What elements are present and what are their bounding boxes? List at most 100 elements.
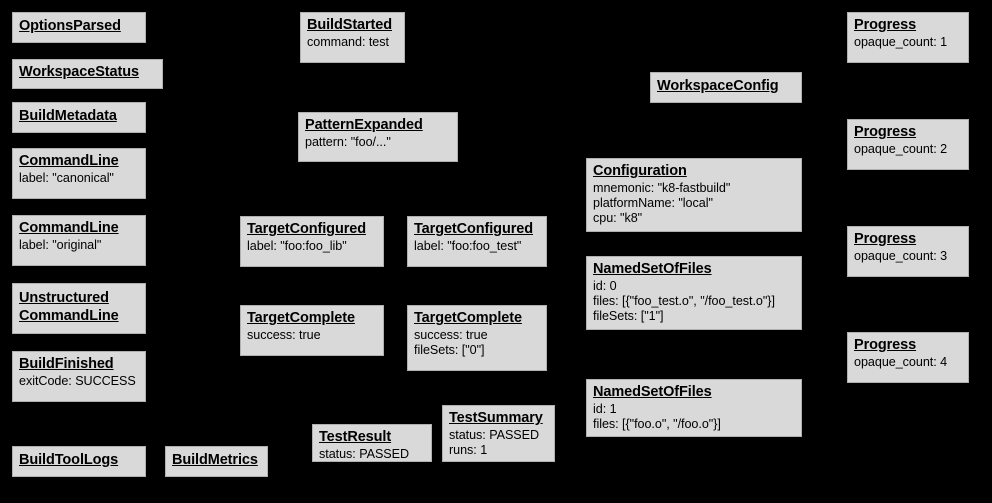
node-title: BuildToolLogs bbox=[19, 451, 119, 468]
node-test-result[interactable]: TestResult status: PASSED bbox=[312, 424, 432, 462]
node-title: WorkspaceConfig bbox=[657, 77, 779, 94]
node-title: Configuration bbox=[593, 163, 687, 179]
node-body: CommandLine label: "canonical" bbox=[19, 153, 139, 186]
node-field: fileSets: ["1"] bbox=[593, 308, 664, 323]
node-field: files: [{"foo.o", "/foo.o"}] bbox=[593, 416, 721, 431]
node-title: BuildMetrics bbox=[172, 451, 258, 468]
node-build-metadata[interactable]: BuildMetadata bbox=[12, 102, 146, 133]
node-body: Progress opaque_count: 3 bbox=[854, 231, 962, 264]
node-field: command: test bbox=[307, 35, 389, 50]
node-unstructured-command-line[interactable]: Unstructured CommandLine bbox=[12, 283, 146, 334]
node-workspace-status[interactable]: WorkspaceStatus bbox=[12, 59, 163, 89]
node-field: label: "canonical" bbox=[19, 171, 114, 186]
node-title: Progress bbox=[854, 337, 917, 353]
node-build-started[interactable]: BuildStarted command: test bbox=[300, 12, 405, 63]
node-command-line-original[interactable]: CommandLine label: "original" bbox=[12, 215, 146, 266]
node-title: TargetConfigured bbox=[247, 221, 366, 237]
node-field: id: 0 bbox=[593, 279, 617, 294]
node-title: CommandLine bbox=[19, 153, 119, 169]
node-field: runs: 1 bbox=[449, 442, 488, 457]
node-field: platformName: "local" bbox=[593, 195, 713, 210]
node-title: TargetConfigured bbox=[414, 221, 533, 237]
node-title: BuildFinished bbox=[19, 356, 114, 372]
node-field: files: [{"foo_test.o", "/foo_test.o"}] bbox=[593, 293, 775, 308]
node-body: Progress opaque_count: 4 bbox=[854, 337, 962, 370]
node-body: TargetConfigured label: "foo:foo_lib" bbox=[247, 221, 377, 254]
node-title: Progress bbox=[854, 231, 917, 247]
node-target-configured-foo-test[interactable]: TargetConfigured label: "foo:foo_test" bbox=[407, 216, 547, 267]
node-title: WorkspaceStatus bbox=[19, 64, 139, 81]
node-field: cpu: "k8" bbox=[593, 210, 643, 225]
node-field: status: PASSED bbox=[319, 447, 410, 462]
node-field: opaque_count: 2 bbox=[854, 142, 948, 157]
node-body: CommandLine label: "original" bbox=[19, 220, 139, 253]
node-title: TargetComplete bbox=[414, 310, 522, 326]
node-body: Progress opaque_count: 1 bbox=[854, 17, 962, 50]
node-title: CommandLine bbox=[19, 220, 119, 236]
node-body: BuildStarted command: test bbox=[307, 17, 398, 50]
node-title: Unstructured CommandLine bbox=[19, 290, 119, 324]
node-body: Unstructured CommandLine bbox=[19, 290, 139, 325]
node-title: Progress bbox=[854, 17, 917, 33]
node-progress-4[interactable]: Progress opaque_count: 4 bbox=[847, 332, 969, 383]
node-workspace-config[interactable]: WorkspaceConfig bbox=[650, 72, 802, 103]
node-body: BuildMetadata bbox=[19, 108, 139, 126]
node-progress-2[interactable]: Progress opaque_count: 2 bbox=[847, 119, 969, 170]
node-progress-1[interactable]: Progress opaque_count: 1 bbox=[847, 12, 969, 63]
node-body: OptionsParsed bbox=[19, 18, 139, 36]
node-field: label: "foo:foo_lib" bbox=[247, 239, 347, 254]
node-target-configured-foo-lib[interactable]: TargetConfigured label: "foo:foo_lib" bbox=[240, 216, 384, 267]
node-body: Progress opaque_count: 2 bbox=[854, 124, 962, 157]
node-field: opaque_count: 4 bbox=[854, 355, 948, 370]
node-body: BuildMetrics bbox=[172, 452, 261, 470]
node-build-tool-logs[interactable]: BuildToolLogs bbox=[12, 446, 146, 477]
node-body: WorkspaceStatus bbox=[19, 64, 156, 82]
node-field: fileSets: ["0"] bbox=[414, 342, 485, 357]
node-build-metrics[interactable]: BuildMetrics bbox=[165, 446, 268, 477]
node-target-complete-lib[interactable]: TargetComplete success: true bbox=[240, 305, 384, 356]
node-field: id: 1 bbox=[593, 402, 617, 417]
node-title: NamedSetOfFiles bbox=[593, 384, 712, 400]
node-title: TestSummary bbox=[449, 410, 543, 426]
node-configuration[interactable]: Configuration mnemonic: "k8-fastbuild"pla… bbox=[586, 158, 802, 232]
node-title: NamedSetOfFiles bbox=[593, 261, 712, 277]
node-title: PatternExpanded bbox=[305, 117, 423, 133]
node-title: Progress bbox=[854, 124, 917, 140]
node-body: PatternExpanded pattern: "foo/..." bbox=[305, 117, 451, 150]
node-field: status: PASSED bbox=[449, 428, 540, 443]
node-options-parsed[interactable]: OptionsParsed bbox=[12, 12, 146, 43]
node-field: label: "original" bbox=[19, 238, 102, 253]
node-title: TestResult bbox=[319, 429, 392, 445]
node-body: TargetComplete success: true bbox=[247, 310, 377, 343]
node-field: opaque_count: 1 bbox=[854, 35, 948, 50]
node-field: pattern: "foo/..." bbox=[305, 135, 391, 150]
node-progress-3[interactable]: Progress opaque_count: 3 bbox=[847, 226, 969, 277]
node-body: BuildToolLogs bbox=[19, 452, 139, 470]
node-body: TargetConfigured label: "foo:foo_test" bbox=[414, 221, 540, 254]
node-title: BuildMetadata bbox=[19, 107, 117, 124]
node-body: WorkspaceConfig bbox=[657, 78, 795, 96]
node-body: Configuration mnemonic: "k8-fastbuild"pla… bbox=[593, 163, 795, 226]
node-field: mnemonic: "k8-fastbuild" bbox=[593, 181, 731, 196]
node-body: TestResult status: PASSED bbox=[319, 429, 425, 462]
node-field: opaque_count: 3 bbox=[854, 249, 948, 264]
node-field: success: true bbox=[247, 328, 321, 343]
node-title: BuildStarted bbox=[307, 17, 393, 33]
node-field: label: "foo:foo_test" bbox=[414, 239, 522, 254]
node-field: success: true bbox=[414, 328, 488, 343]
node-pattern-expanded[interactable]: PatternExpanded pattern: "foo/..." bbox=[298, 112, 458, 162]
node-title: OptionsParsed bbox=[19, 17, 121, 34]
node-command-line-canonical[interactable]: CommandLine label: "canonical" bbox=[12, 148, 146, 199]
node-title: TargetComplete bbox=[247, 310, 355, 326]
